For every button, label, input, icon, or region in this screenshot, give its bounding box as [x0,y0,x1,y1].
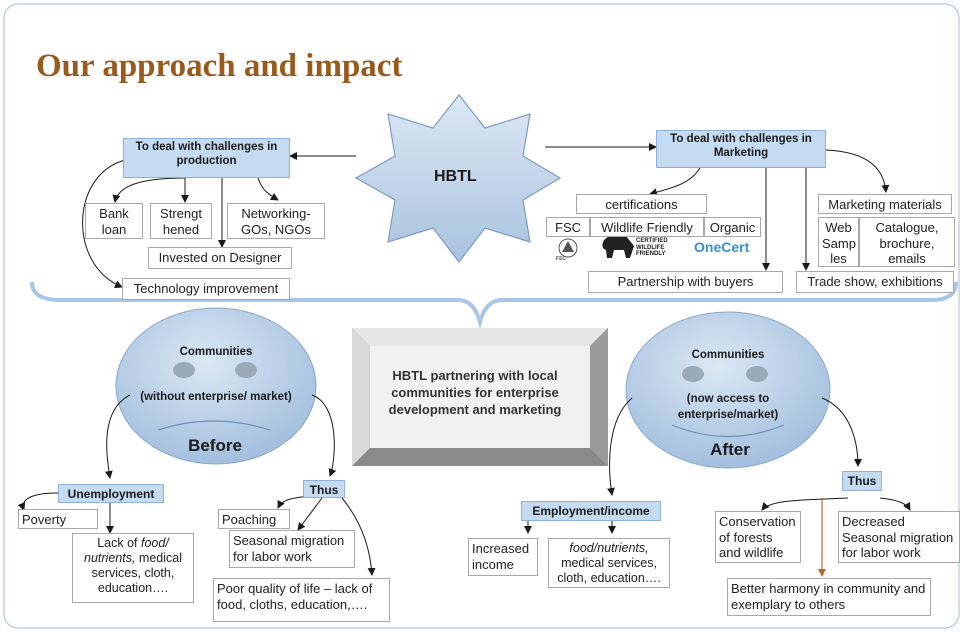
arrow-materials [825,149,890,193]
arrow-decreased [879,497,911,511]
buyers-box: Partnership with buyers [588,271,783,293]
harmony-box: Better harmony in community and exemplar… [727,578,931,616]
seasonal-migration-box: Seasonal migration for labor work [229,530,355,568]
arrow-networking [257,177,279,201]
food-rest: medical services, cloth, education…. [557,556,661,585]
poor-quality-box: Poor quality of life – lack of food, clo… [213,578,390,622]
certifications-box: certifications [576,194,707,214]
fsc-logo [558,238,578,258]
wildlife-friendly-logo [602,234,634,258]
web-samples-box: Web Samp les [818,217,859,267]
brace [30,281,958,330]
fsc-logo-text: FSC [556,256,566,262]
arrow-technology [82,159,126,289]
arrow-poor-quality [341,497,376,576]
before-face-title: Communities [179,346,253,358]
after-label: After [710,440,750,459]
before-thus-box: Thus [303,480,345,498]
organic-box: Organic [704,217,761,237]
technology-box: Technology improvement [122,278,290,300]
marketing-materials-box: Marketing materials [818,194,952,214]
before-face [115,307,317,465]
trade-show-box: Trade show, exhibitions [796,271,954,293]
food-emphasis: food/nutrients, [569,541,649,555]
center-statement: HBTL partnering with local communities f… [388,368,562,417]
networking-box: Networking- GOs, NGOs [227,203,325,239]
lack-rest: medical services, cloth, education…. [91,551,182,595]
catalogue-box: Catalogue, brochure, emails [859,217,955,267]
employment-box: Employment/income [521,501,661,521]
lack-emphasis: food/ nutrients, [84,536,169,565]
conservation-box: Conservation of forests and wildlife [715,511,801,563]
arrow-after-thus [821,397,862,467]
center-bevel-box [352,328,608,466]
page-title: Our approach and impact [36,48,403,84]
arrow-certifications [649,167,701,197]
arrow-seasonal [297,497,323,531]
fsc-box: FSC [546,217,590,237]
arrow-bank-loan [112,177,186,203]
after-thus-box: Thus [842,471,882,491]
arrow-conservation [761,497,849,511]
bank-loan-box: Bank loan [85,203,143,239]
after-face-title: Communities [691,349,765,361]
hbtl-star-shape [354,94,562,263]
wildlife-friendly-box: Wildlife Friendly [590,217,704,237]
after-face [625,311,831,469]
increased-income-box: Increased income [468,538,538,576]
unemployment-box: Unemployment [58,484,164,503]
lack-prefix: Lack of [97,536,141,550]
arrow-unemployment [104,394,131,479]
marketing-header: To deal with challenges in Marketing [656,130,826,168]
arrow-before-thus [311,394,337,477]
before-face-subtitle: (without enterprise/ market) [140,391,292,403]
designer-box: Invested on Designer [148,247,292,269]
wildlife-logo-text: CERTIFIED WILDLIFE FRIENDLY [636,238,668,258]
onecert-logo: OneCert [694,239,750,255]
production-header: To deal with challenges in production [123,138,290,178]
poverty-box: Poverty [18,509,98,529]
after-face-subtitle: (now access to enterprise/market) [677,393,779,421]
arrow-poverty [17,492,59,511]
decreased-migration-box: Decreased Seasonal migration for labor w… [838,511,960,563]
lack-box: Lack of food/ nutrients, medical service… [72,533,194,603]
poaching-box: Poaching [218,509,290,529]
slide-frame [3,3,960,629]
strengthened-hr-box: Strengt hened HR [150,203,212,239]
before-label: Before [188,436,242,455]
food-box: food/nutrients, medical services, cloth,… [548,538,670,588]
arrow-employment [606,397,633,496]
hbtl-label: HBTL [434,168,477,185]
